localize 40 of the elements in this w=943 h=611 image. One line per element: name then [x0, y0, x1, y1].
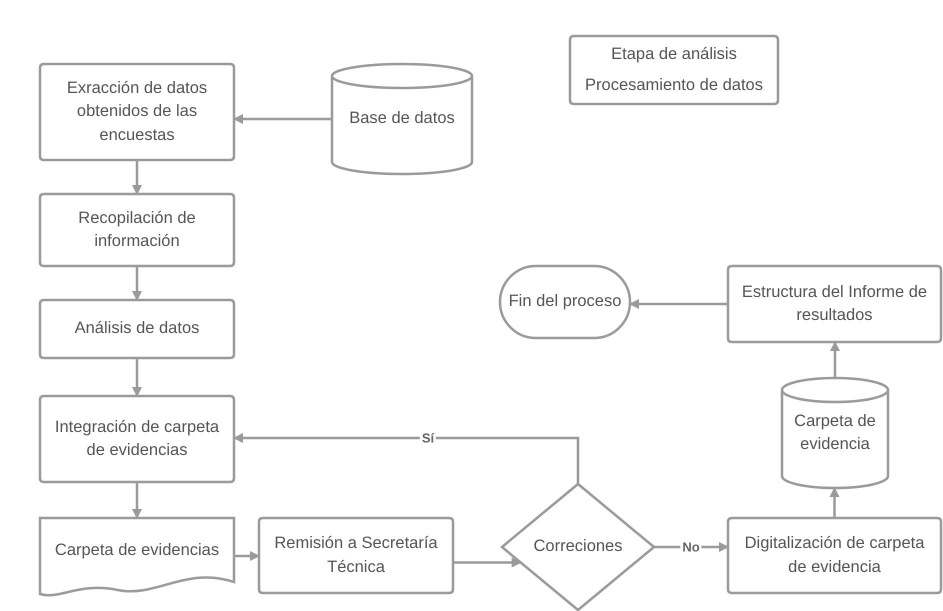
process-box — [40, 194, 234, 266]
arrow — [132, 358, 142, 397]
arrow — [132, 266, 142, 301]
arrow — [233, 114, 332, 124]
process-box — [259, 518, 453, 593]
node-text: Base de datos — [348, 108, 456, 130]
edge-label: Sí — [420, 430, 436, 446]
node-text: Carpeta de evidencia — [793, 410, 877, 455]
node-text: Exracción de datos obtenidos de las encuestas — [66, 78, 208, 146]
node-text: Carpeta de evidencias — [54, 540, 220, 562]
node-text: Procesamiento de datos — [584, 75, 764, 96]
arrow — [629, 299, 728, 309]
node-text: Recopilación de información — [77, 208, 197, 252]
node-text: Integración de carpeta de evidencias — [54, 416, 220, 461]
node-text: Estructura del Informe de resultados — [740, 282, 928, 326]
process-box — [40, 396, 234, 482]
arrow — [132, 482, 142, 519]
arrow — [132, 160, 142, 195]
decision-diamond — [502, 484, 654, 610]
process-box — [570, 36, 778, 104]
node-text: Digitalización de carpeta de evidencia — [744, 533, 926, 578]
process-box — [40, 64, 234, 160]
arrow — [233, 433, 580, 484]
process-box — [40, 300, 234, 358]
database-cylinder — [782, 378, 888, 488]
edge-label: No — [680, 540, 702, 554]
arrow — [830, 341, 840, 378]
database-cylinder — [332, 64, 472, 174]
process-box — [728, 518, 941, 593]
process-box — [728, 266, 941, 342]
node-text: Etapa de análisis — [610, 44, 738, 65]
arrow — [453, 558, 522, 568]
terminator-shape — [500, 266, 630, 338]
arrow — [234, 551, 260, 561]
node-text: Análisis de datos — [74, 318, 200, 340]
node-text: Fin del proceso — [508, 291, 622, 312]
document-shape — [40, 518, 234, 594]
arrow — [830, 487, 840, 518]
node-text: Correciones — [532, 536, 624, 558]
node-text: Remisión a Secretaría Técnica — [273, 533, 439, 578]
